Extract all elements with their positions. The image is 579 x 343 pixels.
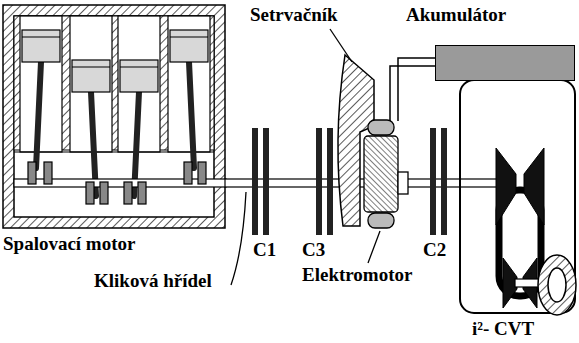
leader-lines [231,29,380,285]
electric-motor [364,120,408,228]
clutch-plates-part [327,128,333,235]
cvt-housing [460,80,575,313]
pistons-part [22,30,60,62]
crankshaft-part [124,182,132,204]
node-label: i²- CVT [472,319,534,340]
pistons-part [170,30,208,62]
connecting-rods-part [189,62,194,168]
node-label: Akumulátor [406,5,506,26]
electric-motor-part [398,172,408,194]
clutch-plates-part [430,128,436,235]
crankshaft-part [44,162,52,184]
clutch-plates-part [441,128,447,235]
electric-motor-part [364,136,398,212]
wheel-part [548,268,566,302]
wheel [538,255,576,315]
crankshaft-part [138,182,146,204]
crankshaft-label: Kliková hřídel [94,271,212,292]
crankshaft-part [28,162,36,184]
wheel-part [538,255,576,315]
connecting-rods-part [36,62,41,168]
motor-label: Elektromotor [302,265,412,286]
battery-wires-part [390,66,435,121]
cvt-housing-part [460,80,575,313]
pistons [22,30,208,92]
flywheel-label: Setrvačník [250,5,338,26]
crankshaft-part [100,182,108,204]
clutch-plates-part [316,128,322,235]
pistons-part [72,66,110,67]
crankshaft [14,162,226,204]
battery-box: Akumulátor [435,45,575,81]
clutch-plates-part [263,128,269,235]
node-label: Spalovací motor [3,234,135,255]
connecting-rods [36,62,194,196]
clutch-label: C2 [423,240,446,261]
crankshaft-part [86,182,94,204]
clutch-label: C3 [302,240,325,261]
battery-wires-part [398,58,435,121]
crankshaft-part [198,162,206,184]
battery-wires [390,58,435,121]
leader-lines-part [368,231,380,263]
leader-lines-part [231,192,246,285]
electric-motor-part [368,120,394,135]
engine-housing-part [14,151,214,152]
leader-lines-part [330,29,352,62]
engine-housing-part [3,5,225,228]
clutch-label: C1 [253,240,276,261]
cvt-pulleys-part [524,148,544,225]
pistons-part [22,36,60,37]
crankshaft-part [184,162,192,184]
engine-box: Spalovací motor [3,5,225,228]
pistons-part [72,60,110,92]
engine-housing [3,5,225,228]
pistons-part [170,36,208,37]
pistons-part [120,66,158,67]
cvt-pulleys-part [496,148,516,225]
electric-motor-part [368,213,394,228]
pistons-part [120,60,158,92]
clutch-plates-part [252,128,258,235]
cvt-box: i²- CVT [460,80,575,313]
